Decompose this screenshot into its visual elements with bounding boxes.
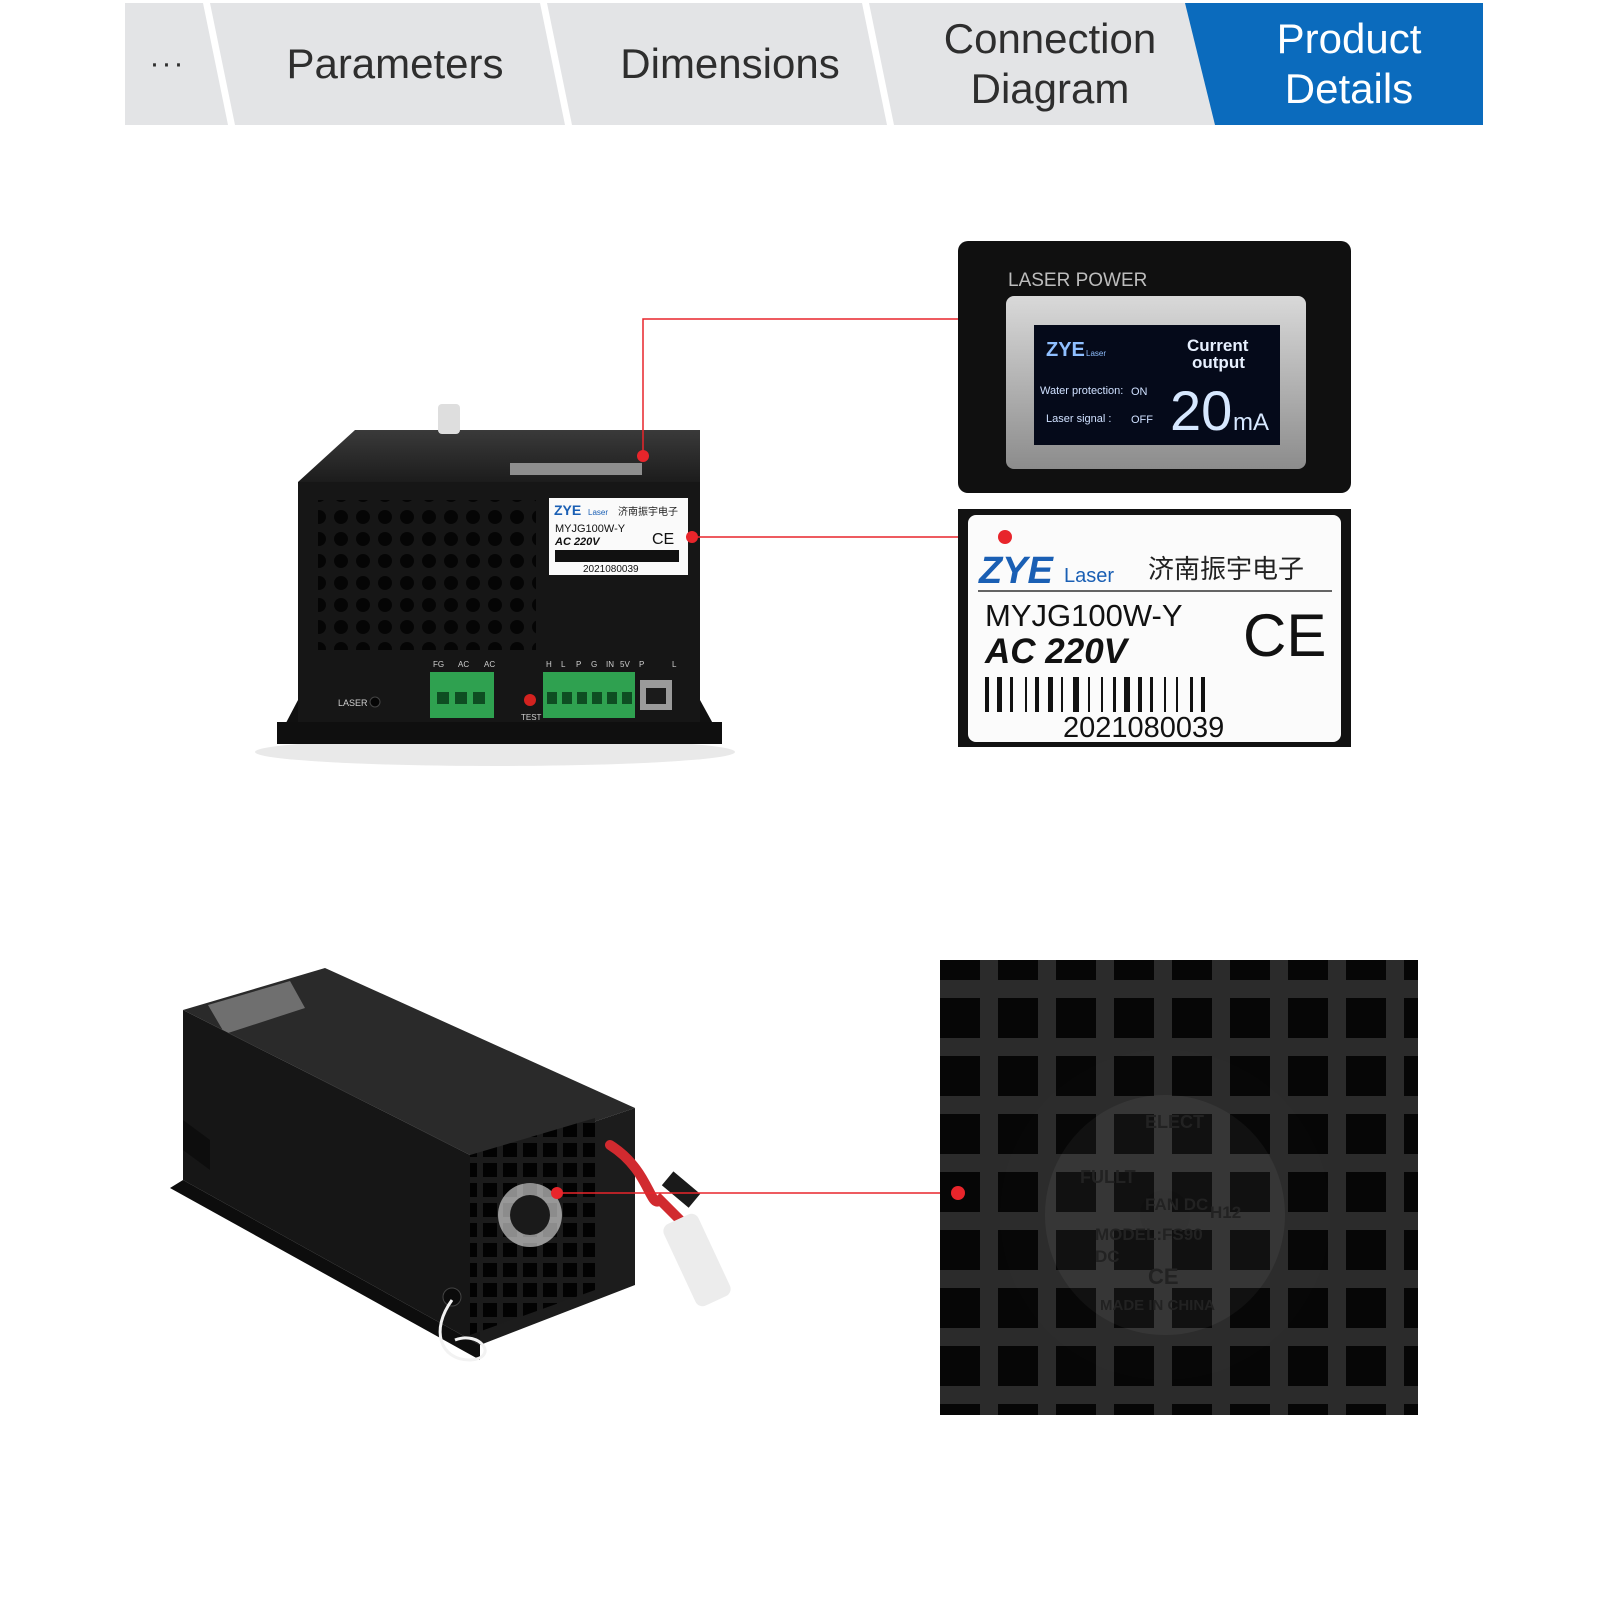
power-supply-front-photo: ZYE Laser 济南振宇电子 MYJG100W-Y AC 220V CE 2…: [277, 404, 722, 744]
svg-text:FG: FG: [433, 660, 444, 669]
barcode-bar: [1176, 677, 1178, 712]
svg-text:L: L: [561, 660, 566, 669]
svg-text:5V: 5V: [620, 660, 630, 669]
lcd-signal-label: Laser signal :: [1046, 413, 1111, 425]
power-supply-back-photo: [170, 968, 731, 1362]
callout-line-bottom: [551, 1187, 958, 1199]
test-label: TEST: [521, 713, 542, 722]
barcode-bar: [1048, 677, 1053, 712]
barcode-bar: [1113, 677, 1116, 712]
ce-mark: CE: [1243, 602, 1326, 669]
svg-text:FULLT: FULLT: [1080, 1167, 1136, 1187]
barcode-bar: [985, 677, 989, 712]
front-vent-holes: [318, 500, 536, 650]
svg-text:H: H: [546, 660, 552, 669]
svg-text:ZYE: ZYE: [554, 502, 581, 518]
svg-text:output: output: [1192, 353, 1245, 372]
svg-text:L: L: [672, 660, 677, 669]
svg-text:AC 220V: AC 220V: [554, 536, 601, 548]
cable-gland: [438, 404, 460, 434]
barcode-bar: [1061, 677, 1063, 712]
product-shadow: [255, 738, 735, 766]
lcd-display-closeup: LASER POWER ZYE Laser Current output Wat…: [958, 241, 1351, 493]
lcd-water-value: ON: [1131, 386, 1148, 398]
nameplate-model: MYJG100W-Y: [985, 598, 1183, 633]
svg-text:ELECT: ELECT: [1145, 1112, 1204, 1132]
laser-label: LASER: [338, 698, 368, 708]
svg-text:P: P: [639, 660, 644, 669]
svg-text:IN: IN: [606, 660, 614, 669]
barcode: [985, 677, 1205, 712]
svg-text:MADE IN CHINA: MADE IN CHINA: [1100, 1297, 1215, 1314]
barcode-bar: [1150, 677, 1153, 712]
front-label-sticker: ZYE Laser 济南振宇电子 MYJG100W-Y AC 220V CE 2…: [549, 498, 688, 575]
nameplate-closeup: ZYE Laser 济南振宇电子 MYJG100W-Y AC 220V CE 2…: [958, 509, 1351, 747]
svg-text:FAN DC: FAN DC: [1145, 1195, 1208, 1214]
barcode-bar: [1101, 677, 1103, 712]
svg-text:2021080039: 2021080039: [583, 564, 639, 575]
svg-text:AC: AC: [484, 660, 495, 669]
power-terminal-block: FG AC AC: [430, 660, 495, 718]
svg-text:济南振宇电子: 济南振宇电子: [618, 505, 678, 518]
barcode-bar: [1190, 677, 1193, 712]
hv-connector: [663, 1213, 731, 1307]
nameplate-brand: ZYE: [978, 550, 1055, 592]
tab-parameters[interactable]: Parameters: [286, 40, 504, 87]
barcode-bar: [1138, 677, 1142, 712]
nameplate-serial: 2021080039: [1063, 712, 1224, 744]
svg-text:P: P: [576, 660, 581, 669]
svg-text:G: G: [591, 660, 597, 669]
fan-model-label: MODEL:FS90: [1095, 1225, 1203, 1244]
lcd-brand: ZYE: [1046, 339, 1085, 361]
tab-dimensions[interactable]: Dimensions: [620, 40, 840, 87]
svg-text:CE: CE: [1148, 1264, 1179, 1289]
lcd-signal-value: OFF: [1131, 414, 1153, 426]
svg-text:H12: H12: [1210, 1203, 1241, 1222]
lcd-current-value: 20: [1170, 379, 1232, 442]
tab-more[interactable]: ···: [149, 47, 186, 80]
laser-indicator: [369, 696, 381, 708]
svg-text:MYJG100W-Y: MYJG100W-Y: [555, 523, 626, 535]
svg-text:Laser: Laser: [1086, 349, 1106, 358]
barcode-bar: [1035, 677, 1039, 712]
callout-lines-top: [637, 318, 1005, 543]
test-button: [524, 694, 536, 706]
lcd-header: LASER POWER: [1008, 270, 1147, 291]
barcode-bar: [1025, 677, 1027, 712]
nameplate-voltage: AC 220V: [984, 632, 1130, 671]
svg-text:AC: AC: [458, 660, 469, 669]
nameplate-company: 济南振宇电子: [1148, 554, 1304, 584]
signal-terminal-block: H L P G IN 5V: [543, 660, 635, 718]
lcd-water-label: Water protection:: [1040, 385, 1123, 397]
svg-text:CE: CE: [652, 531, 674, 548]
barcode-bar: [1073, 677, 1079, 712]
fan-closeup: ELECT FULLT FAN DC H12 MODEL:FS90 DC CE …: [940, 960, 1418, 1415]
lcd-current-label: Current: [1187, 336, 1249, 355]
svg-text:Laser: Laser: [588, 508, 608, 517]
svg-text:DC: DC: [1095, 1247, 1120, 1266]
barcode-bar: [1088, 677, 1090, 712]
barcode-bar: [1201, 677, 1205, 712]
lcd-current-unit: mA: [1233, 409, 1269, 436]
svg-text:Laser: Laser: [1064, 565, 1114, 587]
barcode-bar: [1124, 677, 1130, 712]
barcode-bar: [1164, 677, 1166, 712]
barcode-bar: [997, 677, 1002, 712]
barcode-bar: [1010, 677, 1013, 712]
